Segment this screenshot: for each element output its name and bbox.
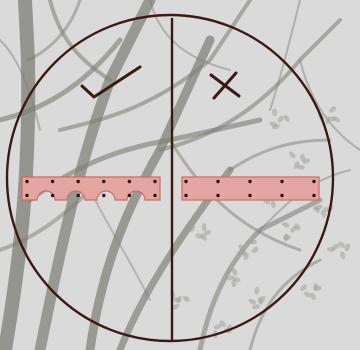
bolt-dot (128, 180, 131, 183)
bolt-dot (216, 194, 219, 197)
bolt-dot (280, 194, 283, 197)
bolt-dot (102, 180, 105, 183)
bolt-dot (128, 194, 131, 197)
bolt-dot (248, 194, 251, 197)
bolt-dot (77, 180, 80, 183)
bolt-dot (184, 194, 187, 197)
straight-plate-right (182, 177, 319, 200)
bolt-dot (102, 194, 105, 197)
bolt-dot (153, 194, 156, 197)
bolt-dot (153, 180, 156, 183)
bolt-dot (51, 180, 54, 183)
bolt-dot (280, 180, 283, 183)
leaf (249, 240, 257, 245)
bolt-dot (312, 194, 315, 197)
bolt-dot (312, 180, 315, 183)
bolt-dot (51, 194, 54, 197)
bolt-dot (216, 180, 219, 183)
bolt-dot (25, 180, 28, 183)
bolt-dot (248, 180, 251, 183)
bolt-dot (184, 180, 187, 183)
bolt-dot (25, 194, 28, 197)
bolt-dot (77, 194, 80, 197)
